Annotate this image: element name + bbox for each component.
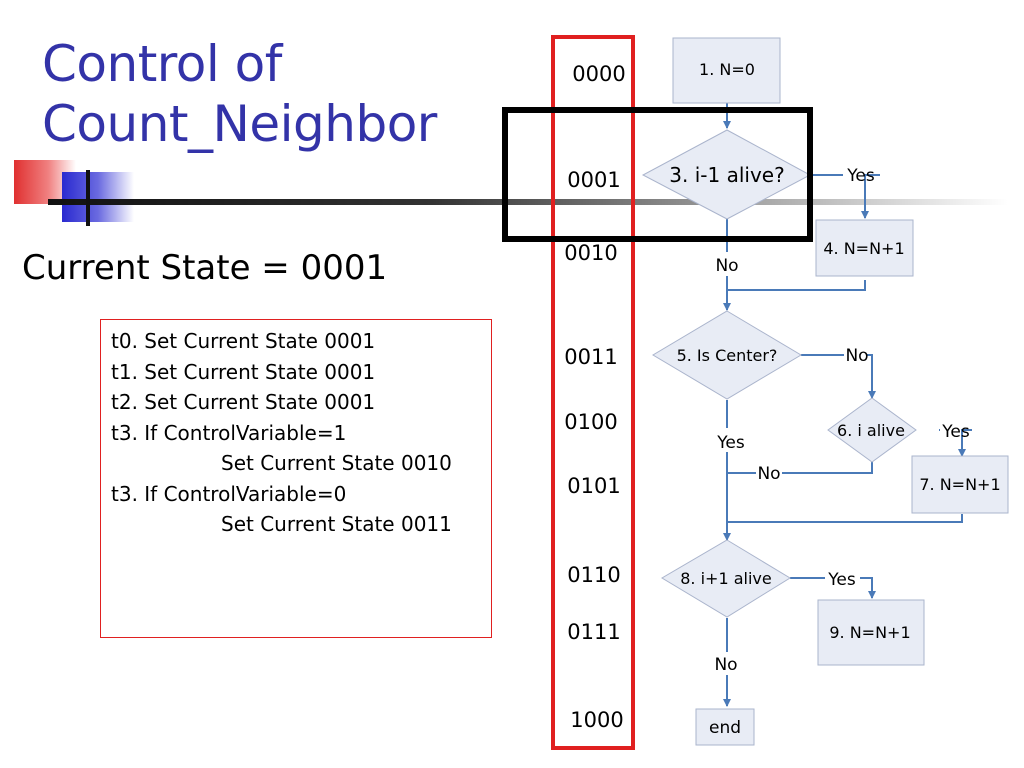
- node-1-label: 1. N=0: [699, 60, 755, 79]
- node-7-box: [911, 455, 1009, 514]
- step-t3-condition-0: t3. If ControlVariable=0: [111, 481, 347, 506]
- state-0100: 0100: [564, 410, 617, 434]
- step-t3-action-1: Set Current State 0010: [221, 451, 452, 475]
- end-label: end: [709, 718, 741, 738]
- end-box: [695, 708, 755, 746]
- title-line-1: Control of: [42, 35, 282, 93]
- decision-3-no-label: No: [715, 256, 738, 276]
- decoration-title-rule: [48, 199, 1008, 205]
- decision-8-no-label: No: [714, 655, 737, 675]
- step-t3-action-0: Set Current State 0011: [221, 512, 452, 536]
- decision-3-yes-label: Yes: [846, 166, 875, 186]
- title-line-2: Count_Neighbor: [42, 95, 437, 153]
- decision-5-shape: [652, 310, 802, 400]
- state-0000: 0000: [572, 62, 625, 86]
- decision-6-shape: [827, 397, 917, 463]
- state-0001: 0001: [567, 168, 620, 192]
- decision-5-no-label: No: [845, 346, 868, 366]
- decision-3-label: 3. i-1 alive?: [669, 163, 784, 187]
- decision-6-no-label: No: [757, 464, 780, 484]
- step-t2: t2. Set Current State 0001: [111, 390, 376, 414]
- decoration-blue-block: [62, 172, 134, 222]
- decision-8-label: 8. i+1 alive: [680, 569, 771, 588]
- current-state-highlight: [502, 107, 813, 242]
- state-0110: 0110: [567, 563, 620, 587]
- state-0111: 0111: [567, 620, 620, 644]
- decision-8-yes-label: Yes: [827, 570, 856, 590]
- node-9-label: 9. N=N+1: [829, 623, 910, 642]
- flow-connectors: [723, 103, 972, 707]
- decision-5-label: 5. Is Center?: [677, 346, 778, 365]
- node-4-label: 4. N=N+1: [823, 239, 904, 258]
- state-0101: 0101: [567, 474, 620, 498]
- current-state-label: Current State = 0001: [22, 248, 388, 288]
- decoration-cross-mark: [86, 170, 90, 226]
- state-0010: 0010: [564, 241, 617, 265]
- node-7-label: 7. N=N+1: [919, 475, 1000, 494]
- state-column-border: [551, 35, 635, 750]
- node-1-box: [672, 37, 781, 104]
- state-0011: 0011: [564, 345, 617, 369]
- step-t0: t0. Set Current State 0001: [111, 329, 376, 353]
- decision-5-yes-label: Yes: [716, 433, 745, 453]
- decision-3-shape: [641, 129, 812, 220]
- slide-title: Control of Count_Neighbor: [42, 34, 437, 154]
- node-9-box: [817, 599, 925, 666]
- state-1000: 1000: [570, 708, 623, 732]
- decision-6-yes-label: Yes: [941, 422, 970, 442]
- decision-8-shape: [661, 539, 791, 618]
- steps-box: t0. Set Current State 0001 t1. Set Curre…: [100, 319, 492, 638]
- step-t3-condition-1: t3. If ControlVariable=1: [111, 420, 347, 445]
- step-t1: t1. Set Current State 0001: [111, 359, 376, 384]
- decision-6-label: 6. i alive: [837, 421, 905, 440]
- node-4-box: [815, 219, 914, 277]
